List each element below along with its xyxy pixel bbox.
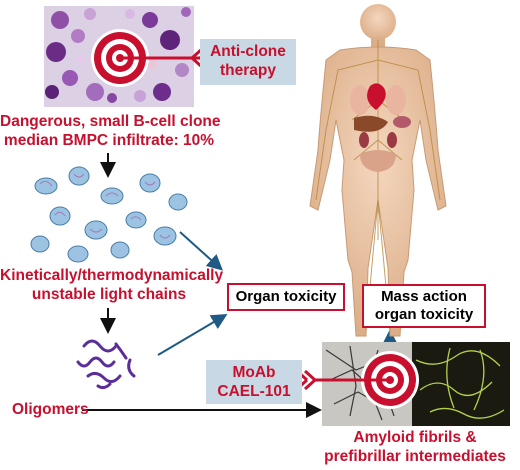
light-chains-label: Kinetically/thermodynamically unstable l… — [0, 266, 224, 304]
clone-label-line2: median BMPC infiltrate: 10% — [3, 132, 215, 149]
light-chains-line1: Kinetically/thermodynamically — [0, 267, 224, 284]
oligomers-label: Oligomers — [12, 401, 89, 418]
light-chains-illustration — [30, 166, 188, 263]
clone-target-icon — [91, 29, 149, 87]
mass-action-box: Mass action organ toxicity — [362, 284, 486, 328]
clone-label: Dangerous, small B-cell clone median BMP… — [0, 112, 221, 150]
light-chains-to-organ-arrow — [179, 231, 223, 271]
anti-clone-therapy-box: Anti-clone therapy — [200, 39, 296, 85]
fibrils-line2: prefibrillar intermediates — [324, 448, 506, 465]
anti-clone-therapy-line1: Anti-clone — [210, 43, 286, 60]
moab-line1: MoAb — [232, 364, 276, 381]
light-chains-line2: unstable light chains — [31, 286, 187, 303]
moab-box: MoAb CAEL-101 — [206, 360, 302, 404]
fibrils-label: Amyloid fibrils & prefibrillar intermedi… — [312, 428, 518, 466]
anti-clone-therapy-line2: therapy — [220, 62, 276, 79]
fibrils-line1: Amyloid fibrils & — [353, 429, 477, 446]
mass-action-line1: Mass action — [381, 288, 467, 305]
human-body-illustration — [309, 4, 447, 337]
clone-label-line1: Dangerous, small B-cell clone — [0, 113, 221, 130]
oligomers-to-organ-arrow — [157, 313, 228, 356]
organ-toxicity-box: Organ toxicity — [227, 283, 345, 311]
mass-action-line2: organ toxicity — [374, 306, 474, 323]
moab-arrow — [295, 369, 392, 391]
organ-toxicity-label: Organ toxicity — [235, 288, 337, 305]
oligomers-illustration — [76, 339, 136, 390]
moab-line2: CAEL-101 — [217, 383, 291, 400]
